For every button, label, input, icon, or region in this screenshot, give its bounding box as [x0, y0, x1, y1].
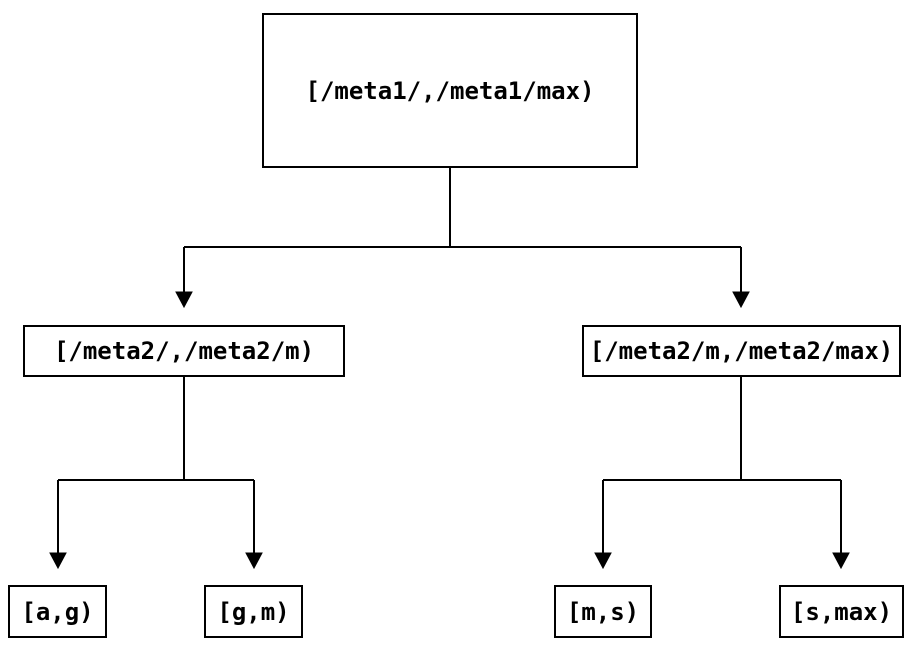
node-meta2-right-label: [/meta2/m,/meta2/max): [589, 337, 894, 365]
node-leaf-gm-label: [g,m): [217, 597, 290, 626]
arrowhead-down-icon: [49, 552, 67, 570]
node-root-label: [/meta1/,/meta1/max): [305, 76, 595, 105]
arrowhead-down-icon: [732, 291, 750, 309]
node-leaf-ag: [a,g): [8, 585, 107, 638]
arrowhead-down-icon: [832, 552, 850, 570]
node-leaf-smax-label: [s,max): [790, 597, 893, 626]
node-meta2-left-label: [/meta2/,/meta2/m): [53, 337, 315, 365]
node-leaf-gm: [g,m): [204, 585, 303, 638]
edge-left-stem: [57, 377, 255, 553]
node-leaf-smax: [s,max): [779, 585, 904, 638]
node-meta2-left: [/meta2/,/meta2/m): [23, 325, 345, 377]
node-leaf-ms-label: [m,s): [566, 597, 640, 626]
node-meta2-right: [/meta2/m,/meta2/max): [582, 325, 901, 377]
node-root: [/meta1/,/meta1/max): [262, 13, 638, 168]
edge-right-to-leaves: [594, 377, 850, 570]
node-leaf-ag-label: [a,g): [21, 597, 94, 626]
node-leaf-ms: [m,s): [554, 585, 652, 638]
edge-right-stem: [602, 377, 842, 553]
arrowhead-down-icon: [594, 552, 612, 570]
edge-root-to-level2: [175, 168, 750, 309]
arrowhead-down-icon: [175, 291, 193, 309]
edge-left-to-leaves: [49, 377, 263, 570]
edge-root-stem: [183, 168, 742, 292]
arrowhead-down-icon: [245, 552, 263, 570]
